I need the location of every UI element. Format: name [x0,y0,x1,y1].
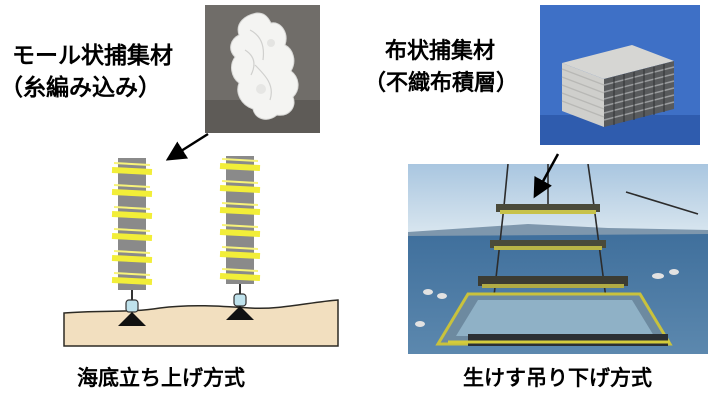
arrow-to-left-collector [165,132,209,161]
mall-collector-column-left [111,158,153,326]
fish-cage-photo [408,164,708,354]
arrow-to-fish-cage [533,153,560,199]
cloth-collector-subtitle: （不織布積層） [364,71,519,96]
mall-collector-column-right [219,156,261,320]
seabed-diagram [63,156,339,347]
seabed-method-caption: 海底立ち上げ方式 [77,366,245,390]
cloth-collector-title: 布状捕集材 [385,39,496,64]
mall-collector-title: モール状捕集材 [12,43,173,69]
mall-collector-subtitle: （糸編み込み） [0,75,161,101]
seabed [63,299,339,347]
suspended-method-caption: 生けす吊り下げ方式 [463,366,652,390]
mall-collector-photo [205,5,320,133]
cloth-collector-photo [540,5,700,145]
